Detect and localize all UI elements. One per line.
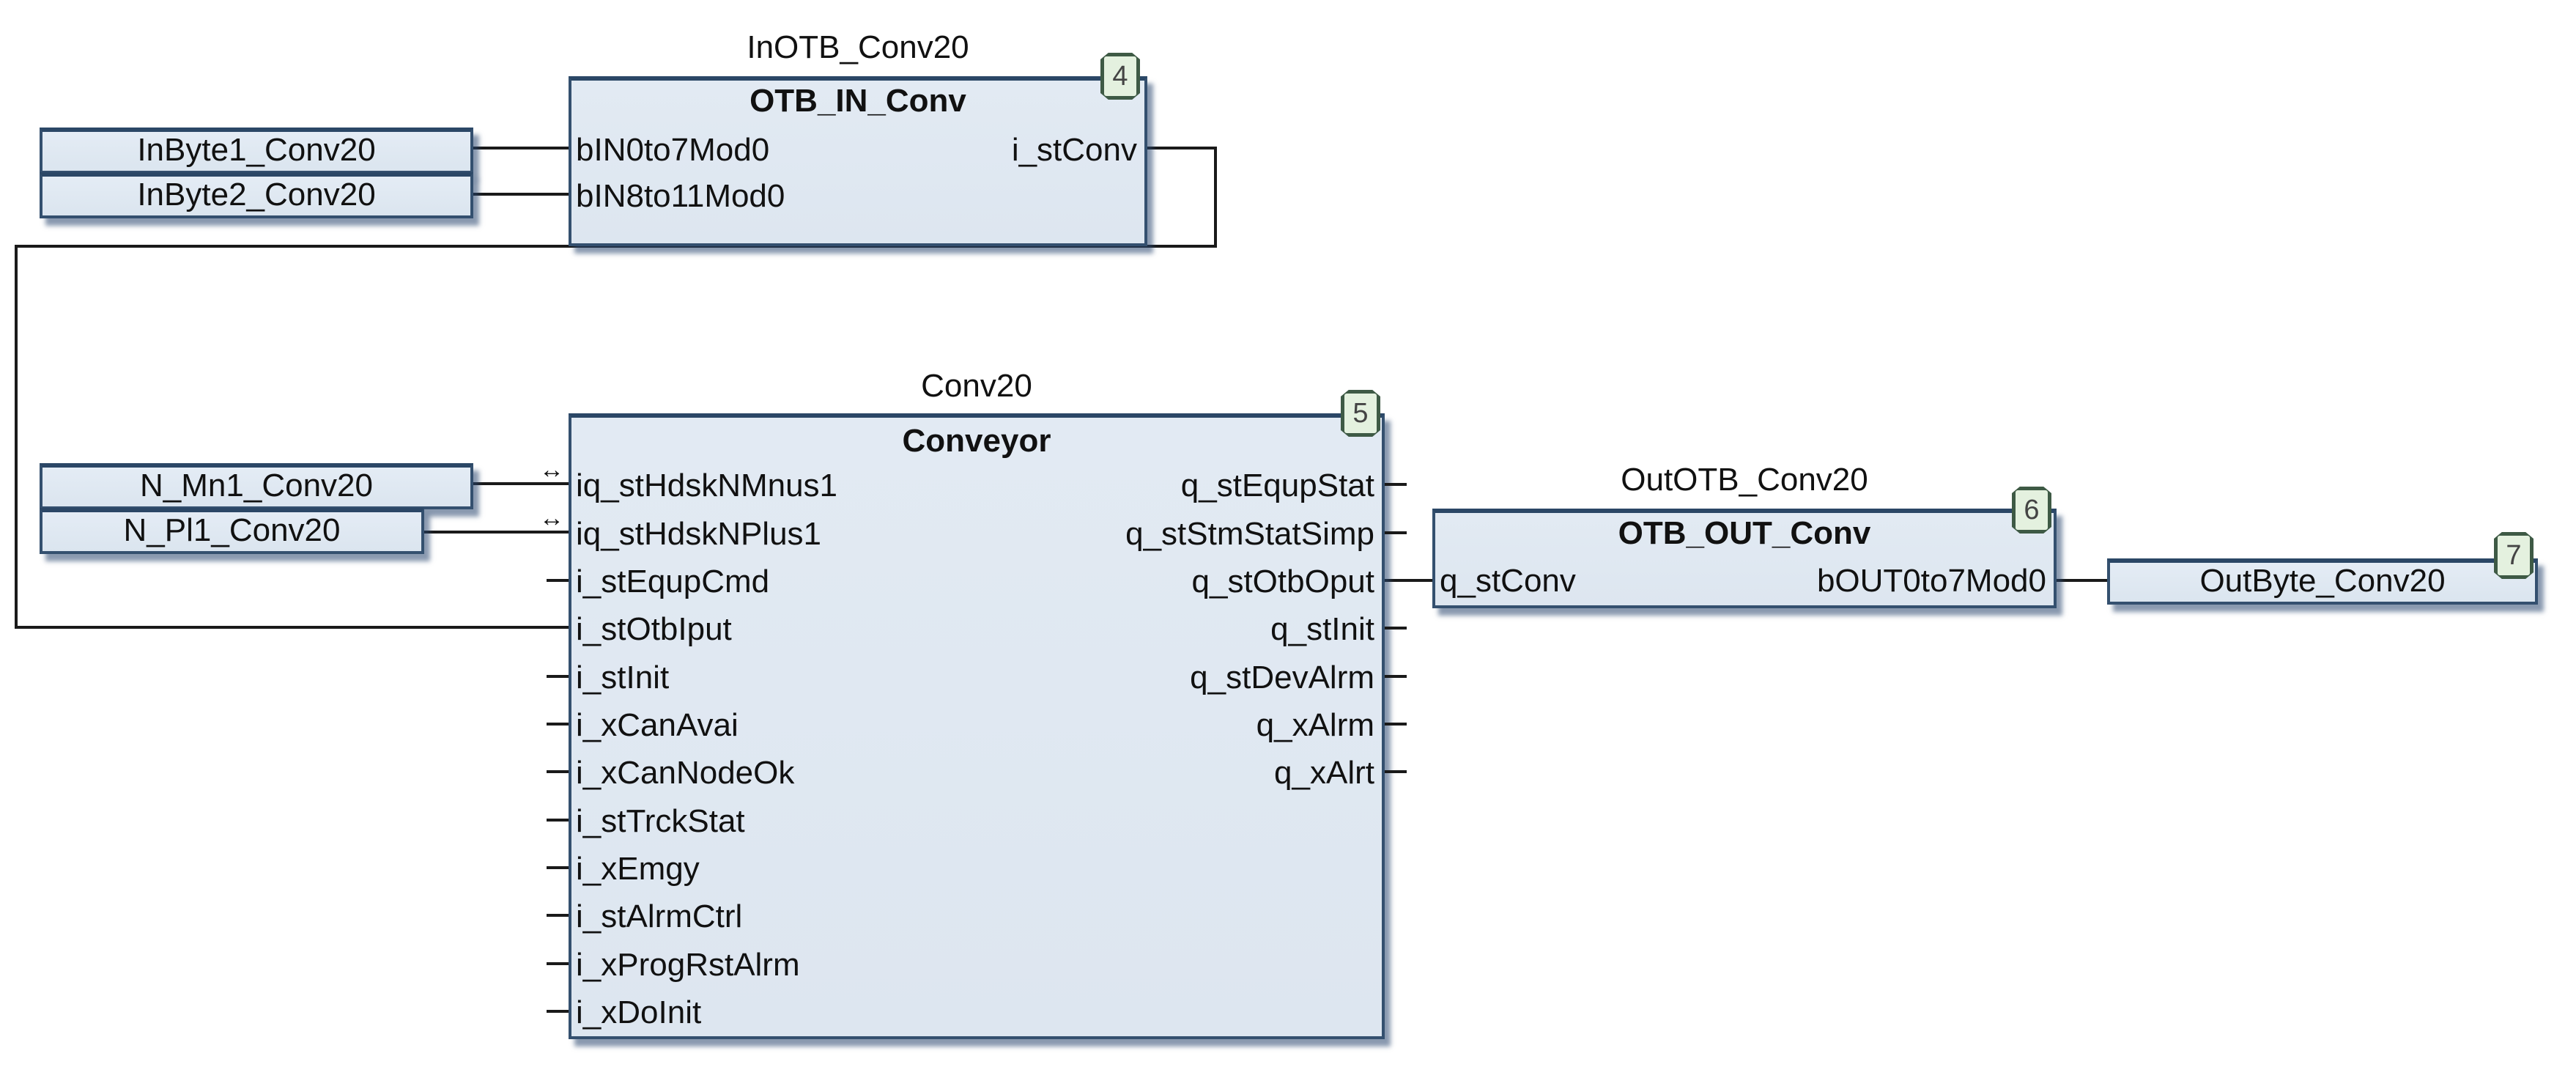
- wire-nmn1: [473, 482, 569, 485]
- pin-output[interactable]: q_stInit: [1270, 611, 1374, 647]
- variable-inbyte1[interactable]: InByte1_Conv20: [40, 128, 473, 174]
- pin-input[interactable]: iq_stHdskNMnus1: [576, 468, 838, 503]
- pin-output[interactable]: bOUT0to7Mod0: [1816, 563, 2046, 599]
- variable-n-pl1[interactable]: N_Pl1_Conv20: [40, 508, 424, 554]
- pin-stub: [547, 723, 569, 726]
- wire-istconv-v1: [1214, 147, 1217, 248]
- pin-stub: [1385, 723, 1407, 726]
- instance-name-conveyor: Conv20: [921, 368, 1032, 404]
- pin-input[interactable]: q_stConv: [1440, 563, 1576, 599]
- pin-input[interactable]: i_stAlrmCtrl: [576, 898, 743, 934]
- wire-inbyte1: [473, 147, 569, 149]
- pin-output[interactable]: q_stOtbOput: [1191, 564, 1374, 599]
- instance-name-outotb: OutOTB_Conv20: [1621, 462, 1868, 498]
- variable-inbyte2[interactable]: InByte2_Conv20: [40, 172, 473, 218]
- variable-outbyte[interactable]: OutByte_Conv20: [2107, 558, 2538, 605]
- inout-arrow-icon: ↔: [539, 456, 564, 484]
- pin-stub: [547, 819, 569, 822]
- function-block-conveyor[interactable]: Conveyor iq_stHdskNMnus1 iq_stHdskNPlus1…: [569, 413, 1385, 1039]
- block-type-otb-out: OTB_OUT_Conv: [1618, 515, 1871, 551]
- pin-input[interactable]: i_xCanNodeOk: [576, 755, 795, 791]
- block-type-conveyor: Conveyor: [902, 423, 1051, 459]
- execution-order-badge: 6: [2012, 487, 2051, 534]
- pin-input[interactable]: i_xEmgy: [576, 851, 700, 887]
- pin-input[interactable]: iq_stHdskNPlus1: [576, 516, 822, 552]
- wire-istconv-h1: [1147, 147, 1217, 149]
- execution-order-badge: 7: [2494, 532, 2534, 579]
- pin-stub: [547, 579, 569, 582]
- pin-input[interactable]: i_stTrckStat: [576, 803, 745, 839]
- pin-stub: [547, 1010, 569, 1013]
- variable-n-mn1[interactable]: N_Mn1_Conv20: [40, 463, 473, 509]
- pin-stub: [1385, 627, 1407, 630]
- pin-stub: [547, 962, 569, 965]
- pin-output[interactable]: i_stConv: [1011, 132, 1137, 168]
- pin-stub: [547, 914, 569, 917]
- pin-stub: [547, 770, 569, 773]
- pin-output[interactable]: q_stEqupStat: [1180, 468, 1374, 503]
- pin-input[interactable]: i_xDoInit: [576, 994, 702, 1030]
- pin-input[interactable]: i_stEqupCmd: [576, 564, 770, 599]
- pin-output[interactable]: q_xAlrt: [1274, 755, 1374, 791]
- wire-istconv-h2: [15, 245, 1217, 248]
- block-type-otb-in: OTB_IN_Conv: [750, 83, 966, 119]
- wire-istconv-h3: [15, 626, 569, 629]
- pin-stub: [1385, 675, 1407, 678]
- pin-input[interactable]: i_stInit: [576, 660, 670, 695]
- function-block-otb-in[interactable]: OTB_IN_Conv bIN0to7Mod0 bIN8to11Mod0 i_s…: [569, 76, 1147, 246]
- pin-output[interactable]: q_stDevAlrm: [1190, 660, 1374, 695]
- pin-stub: [547, 675, 569, 678]
- function-block-otb-out[interactable]: OTB_OUT_Conv q_stConv bOUT0to7Mod0: [1432, 509, 2057, 608]
- execution-order-badge: 4: [1100, 53, 1140, 100]
- pin-input[interactable]: bIN0to7Mod0: [576, 132, 770, 168]
- execution-order-badge: 5: [1341, 390, 1380, 437]
- wire-npl1: [424, 531, 569, 534]
- instance-name-inotb: InOTB_Conv20: [747, 29, 969, 65]
- pin-input[interactable]: bIN8to11Mod0: [576, 178, 785, 214]
- pin-output[interactable]: q_xAlrm: [1256, 707, 1374, 743]
- inout-arrow-icon: ↔: [539, 504, 564, 532]
- pin-output[interactable]: q_stStmStatSimp: [1125, 516, 1374, 552]
- pin-stub: [1385, 531, 1407, 534]
- wire-qstotboput: [1385, 579, 1433, 582]
- pin-stub: [1385, 483, 1407, 486]
- wire-inbyte2: [473, 193, 569, 196]
- pin-input[interactable]: i_xProgRstAlrm: [576, 947, 800, 983]
- pin-input[interactable]: i_stOtbIput: [576, 611, 732, 647]
- pin-stub: [547, 866, 569, 869]
- pin-stub: [1385, 770, 1407, 773]
- wire-boutmod0: [2056, 579, 2107, 582]
- pin-input[interactable]: i_xCanAvai: [576, 707, 739, 743]
- wire-istconv-v2: [15, 245, 18, 629]
